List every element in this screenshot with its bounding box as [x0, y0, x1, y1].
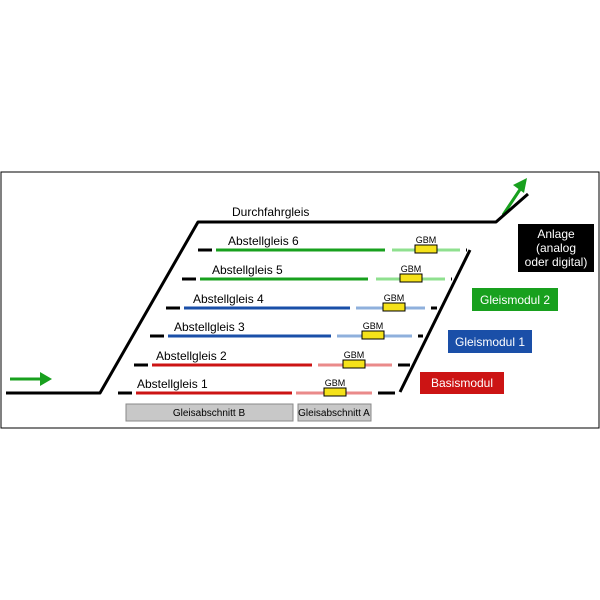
detector-box	[382, 302, 406, 312]
exit-arrow-head	[513, 178, 527, 193]
module-label-gleismodul-1: Gleismodul 1	[455, 335, 525, 349]
right-diagonal-track	[398, 249, 472, 393]
exit-arrow-icon	[501, 178, 527, 216]
siding-label: Abstellgleis 1	[137, 377, 208, 391]
layout-box-line-2: (analog	[536, 241, 576, 255]
section-b-label: Gleisabschnitt B	[173, 408, 246, 419]
entry-arrow-icon	[10, 372, 52, 386]
detector-box	[399, 273, 423, 283]
detector-label: GBM	[416, 235, 437, 245]
detector-label: GBM	[401, 264, 422, 274]
detector-box	[323, 387, 347, 397]
detector-box	[342, 359, 366, 369]
detector-box	[414, 244, 438, 254]
section-a-bar	[297, 403, 372, 422]
detector-label: GBM	[325, 378, 346, 388]
siding-label: Abstellgleis 6	[228, 234, 299, 248]
siding-label: Abstellgleis 5	[212, 263, 283, 277]
module-label-basismodul: Basismodul	[431, 376, 493, 390]
exit-arrow-shaft	[501, 187, 523, 216]
detector-label: GBM	[344, 350, 365, 360]
module-box-basismodul	[420, 372, 504, 394]
layout-box-line-1: Anlage	[537, 227, 575, 241]
detector-label: GBM	[363, 321, 384, 331]
main-track-label: Durchfahrgleis	[232, 205, 309, 219]
layout-box	[518, 224, 594, 272]
layout-box-line-3: oder digital)	[525, 255, 588, 269]
siding-label: Abstellgleis 4	[193, 292, 264, 306]
section-a-label: Gleisabschnitt A	[298, 408, 370, 419]
siding-label: Abstellgleis 2	[156, 349, 227, 363]
section-b-bar	[125, 403, 294, 422]
module-box-gleismodul-2	[472, 288, 558, 311]
detector-label: GBM	[384, 293, 405, 303]
detector-box	[361, 330, 385, 340]
module-box-gleismodul-1	[448, 330, 532, 353]
siding-label: Abstellgleis 3	[174, 320, 245, 334]
module-label-gleismodul-2: Gleismodul 2	[480, 293, 550, 307]
entry-arrow-head	[40, 372, 52, 386]
incoming-track	[6, 192, 529, 395]
